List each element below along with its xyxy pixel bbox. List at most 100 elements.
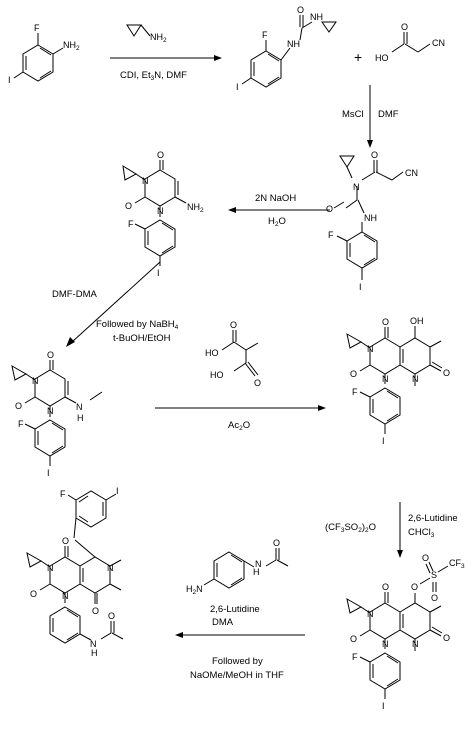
molecule-hydroxy-pyridopyrimidine: O OH N O N N O F I xyxy=(346,316,450,446)
step4-reagent-solvent: t-BuOH/EtOH xyxy=(113,333,171,344)
svg-text:H2N: H2N xyxy=(186,584,203,596)
svg-text:N: N xyxy=(47,563,54,573)
plus-sign: + xyxy=(354,49,362,65)
svg-text:O: O xyxy=(401,22,408,32)
svg-text:F: F xyxy=(18,419,24,429)
svg-text:CF3: CF3 xyxy=(449,558,465,570)
reaction-arrows xyxy=(66,55,403,638)
step2-reagent-dmf: DMF xyxy=(378,109,399,120)
svg-text:H: H xyxy=(91,648,98,658)
svg-text:NH: NH xyxy=(364,213,377,223)
svg-text:O: O xyxy=(47,350,54,360)
svg-text:N: N xyxy=(76,402,83,412)
arrowhead-step-7 xyxy=(175,632,183,638)
step5-reagent-ac2o: Ac2O xyxy=(228,420,250,432)
svg-text:H: H xyxy=(253,567,260,577)
svg-text:N: N xyxy=(367,609,374,619)
svg-text:NH: NH xyxy=(287,39,300,49)
svg-text:O: O xyxy=(157,150,164,160)
svg-text:O: O xyxy=(382,317,389,327)
svg-text:N: N xyxy=(62,591,69,601)
svg-text:I: I xyxy=(382,701,385,711)
svg-text:N: N xyxy=(107,563,114,573)
svg-text:O: O xyxy=(297,5,304,15)
molecule-methylaminouracil: O N O N N H F I xyxy=(11,350,103,478)
svg-text:N: N xyxy=(353,182,360,192)
svg-text:I: I xyxy=(359,282,362,292)
molecule-methylmalonic-acid: HO O HO O xyxy=(205,320,261,388)
svg-text:HO: HO xyxy=(210,370,224,380)
step1-reagents: CDI, Et3N, DMF xyxy=(120,70,187,82)
svg-text:O: O xyxy=(125,201,132,211)
svg-text:O: O xyxy=(92,606,99,616)
step6-reagent-chcl3: CHCl3 xyxy=(408,527,435,539)
svg-text:S: S xyxy=(431,570,437,580)
svg-text:H: H xyxy=(77,413,84,423)
svg-text:I: I xyxy=(236,82,239,92)
arrowhead-step-4 xyxy=(66,337,75,347)
svg-text:O: O xyxy=(350,634,357,644)
svg-text:O: O xyxy=(443,368,450,378)
molecule-fluoroiodoaniline: F NH2 I xyxy=(8,23,80,85)
svg-text:CN: CN xyxy=(405,168,418,178)
svg-text:I: I xyxy=(116,486,119,496)
amine-group: NH2 xyxy=(150,32,167,44)
svg-text:O: O xyxy=(371,150,378,160)
svg-text:O: O xyxy=(443,633,450,643)
step4-reagent-dmfdma: DMF-DMA xyxy=(52,289,98,300)
svg-text:O: O xyxy=(431,593,438,603)
svg-text:N: N xyxy=(382,639,389,649)
svg-text:O: O xyxy=(254,378,261,388)
svg-text:N: N xyxy=(90,639,97,649)
arrowhead-step-5 xyxy=(318,405,326,411)
svg-text:F: F xyxy=(328,230,334,240)
svg-text:I: I xyxy=(382,436,385,446)
molecule-cyanoacetyl-urea: N O CN O NH F I xyxy=(326,150,418,292)
svg-text:N: N xyxy=(255,559,262,569)
arrowhead-step-2 xyxy=(367,140,373,148)
arrow-step-4 xyxy=(71,261,161,343)
svg-text:HO: HO xyxy=(375,53,389,63)
step7-reagent-dma: DMA xyxy=(212,617,234,628)
svg-text:I: I xyxy=(47,468,50,478)
step7-reagent-lutidine: 2,6-Lutidine xyxy=(210,604,260,615)
svg-text:N: N xyxy=(382,374,389,384)
svg-text:O: O xyxy=(411,582,418,592)
molecule-cyanoacetic-acid: HO O CN xyxy=(375,22,445,63)
svg-text:OH: OH xyxy=(410,316,424,326)
molecule-final-product: F I O N O O N N N H O xyxy=(26,486,124,658)
step3-reagent-naoh: 2N NaOH xyxy=(255,193,296,204)
step6-reagent-lutidine: 2,6-Lutidine xyxy=(408,513,458,524)
arrowhead-step-6 xyxy=(397,550,403,558)
svg-text:O: O xyxy=(382,582,389,592)
svg-text:F: F xyxy=(262,30,268,40)
svg-text:F: F xyxy=(60,489,66,499)
svg-text:NH2: NH2 xyxy=(187,202,204,214)
step4-reagent-nabh4: Followed by NaBH4 xyxy=(96,319,179,331)
molecule-cyclopropylamine: NH2 xyxy=(126,24,167,44)
step2-reagent-mscl: MsCl xyxy=(342,109,364,120)
svg-text:N: N xyxy=(47,406,54,416)
svg-text:N: N xyxy=(412,374,419,384)
svg-text:O: O xyxy=(350,369,357,379)
arrowhead-step-3 xyxy=(228,207,236,213)
svg-text:O: O xyxy=(422,553,429,563)
svg-text:I: I xyxy=(157,268,160,278)
fluorine-atom: F xyxy=(34,23,40,33)
svg-text:F: F xyxy=(352,652,358,662)
svg-text:N: N xyxy=(157,206,164,216)
svg-text:O: O xyxy=(108,611,115,621)
step6-reagent-triflic-anhydride: (CF3SO2)2O xyxy=(325,522,376,534)
svg-text:F: F xyxy=(352,387,358,397)
svg-text:O: O xyxy=(273,538,280,548)
svg-text:O: O xyxy=(62,536,69,546)
benzene-ring xyxy=(22,44,54,82)
step7-reagent-followed-by: Followed by xyxy=(212,656,263,667)
step7-reagent-naome: NaOMe/MeOH in THF xyxy=(190,670,284,681)
svg-text:HO: HO xyxy=(205,348,219,358)
amine-group: NH2 xyxy=(63,40,80,52)
svg-text:CN: CN xyxy=(432,38,445,48)
svg-text:N: N xyxy=(142,176,149,186)
molecule-aryl-urea: F I NH O NH xyxy=(236,5,337,92)
